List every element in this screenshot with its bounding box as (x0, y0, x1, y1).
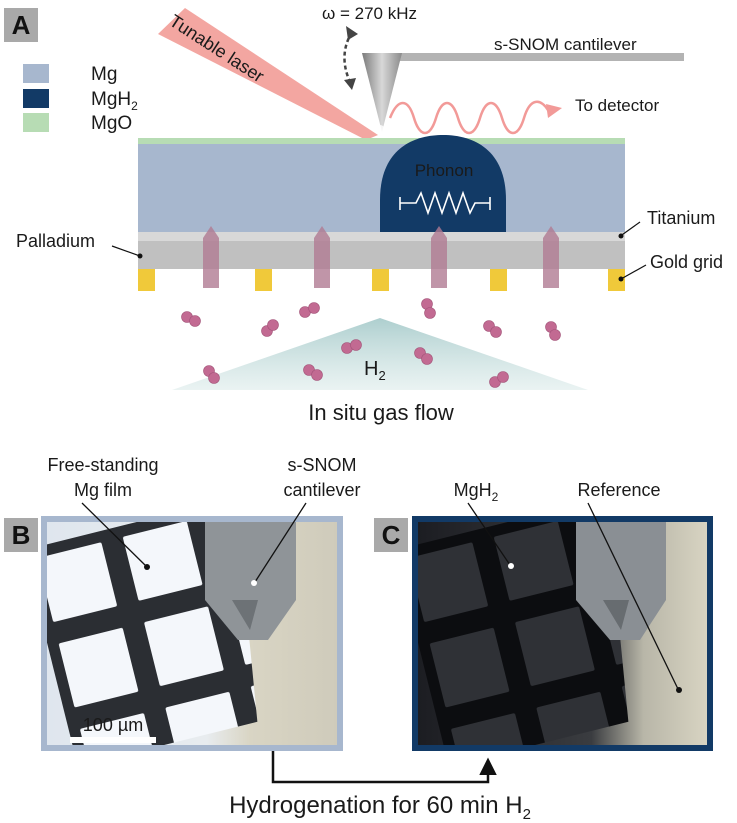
oscillation-arrowhead-bottom (344, 78, 356, 90)
cantilever-image-b (205, 522, 296, 640)
cantilever-leader-b (254, 502, 307, 583)
diffusion-arrow (203, 226, 219, 288)
h2-molecule (545, 321, 561, 341)
panel-a-badge (4, 8, 38, 42)
film-leader-dot (144, 564, 150, 570)
h2-label: H2 (364, 358, 386, 383)
diffusion-arrow (543, 226, 559, 288)
cantilever-beam (378, 53, 684, 61)
cantilever-label-b-line2: cantilever (283, 480, 360, 500)
diffusion-arrows (203, 226, 559, 288)
h2-molecule (341, 339, 362, 354)
phonon-label: Phonon (415, 161, 474, 180)
gold-grid (138, 269, 625, 291)
panel-c: MgH2 Reference C (374, 480, 713, 751)
gold-grid-label: Gold grid (650, 252, 723, 272)
legend-label-mg: Mg (91, 64, 117, 85)
legend-label-mgo: MgO (91, 113, 132, 134)
panel-b-micrograph (47, 522, 337, 745)
gold-grid-bar (372, 269, 389, 291)
legend-swatch-mgo (23, 113, 49, 132)
mgh2-leader (467, 502, 511, 566)
film-label-line2: Mg film (74, 480, 132, 500)
legend-label-mgh2: MgH2 (91, 89, 138, 113)
h2-molecule (203, 365, 220, 384)
oscillation-arrowhead-top (346, 26, 358, 40)
h2-molecule (421, 298, 436, 319)
legend-swatch-mg (23, 64, 49, 83)
h2-molecule (181, 311, 201, 327)
detector-label: To detector (575, 96, 659, 115)
legend-swatch-mgh2 (23, 89, 49, 108)
titanium-leader-dot (618, 233, 624, 239)
gold-grid-leader (620, 264, 647, 280)
h2-molecule (489, 371, 509, 388)
grid-squares-b (47, 522, 258, 745)
mgo-layer (138, 138, 625, 144)
titanium-label: Titanium (647, 208, 715, 228)
panel-c-label: C (382, 520, 401, 550)
cantilever-tip (362, 53, 402, 132)
cantilever-label: s-SNOM cantilever (494, 35, 637, 54)
panel-a: A Mg MgH2 MgO Tunable laser ω = 270 kHz … (4, 4, 723, 425)
process-label: Hydrogenation for 60 min H2 (229, 792, 531, 823)
gas-flow-label: In situ gas flow (308, 400, 454, 425)
gold-grid-leader-dot (618, 276, 624, 282)
frequency-label: ω = 270 kHz (322, 4, 417, 23)
reference-leader (587, 502, 679, 690)
gold-grid-bar (255, 269, 272, 291)
grid-squares-c (418, 522, 629, 745)
mgh2-leader-dot (508, 563, 514, 569)
laser-label: Tunable laser (166, 11, 268, 87)
reference-label: Reference (577, 480, 660, 500)
h2-molecule (414, 347, 433, 365)
cantilever-shadow-c (603, 600, 629, 630)
phonon-spring (399, 190, 491, 216)
titanium-layer (138, 232, 625, 241)
reference-leader-dot (676, 687, 682, 693)
scale-bar (70, 737, 156, 743)
gas-flow-triangle (172, 318, 588, 390)
scale-bar-label: 100 µm (83, 715, 143, 735)
h2-molecule (483, 320, 502, 338)
panel-c-badge (374, 518, 408, 552)
process-arrow: Hydrogenation for 60 min H2 (229, 751, 531, 823)
gold-grid-bar (490, 269, 507, 291)
legend: Mg MgH2 MgO (23, 64, 138, 134)
h2-molecules (181, 298, 561, 388)
panel-c-micrograph (418, 522, 707, 745)
cantilever-label-b-line1: s-SNOM (288, 455, 357, 475)
diffusion-arrow (431, 226, 447, 288)
process-connector (271, 751, 497, 784)
h2-molecule (303, 364, 323, 381)
palladium-label: Palladium (16, 231, 95, 251)
laser-beam (158, 8, 378, 140)
scattered-wave-arrowhead (546, 104, 562, 118)
gold-grid-bar (138, 269, 155, 291)
palladium-leader-dot (137, 253, 143, 259)
film-leader (81, 502, 147, 567)
palladium-leader (111, 245, 141, 257)
tip-glow (375, 125, 385, 135)
panel-b: Free-standing Mg film s-SNOM cantilever … (4, 455, 361, 751)
mgh2-label: MgH2 (454, 480, 499, 504)
mgh2-phonon-region (380, 135, 506, 232)
gold-grid-bar (608, 269, 625, 291)
panel-a-label: A (12, 10, 31, 40)
cantilever-image-c (576, 522, 666, 640)
cantilever-shadow-b (232, 600, 258, 630)
panel-b-label: B (12, 520, 31, 550)
panel-b-badge (4, 518, 38, 552)
cantilever-leader-dot-b (251, 580, 257, 586)
h2-molecule (261, 319, 279, 337)
h2-molecule (299, 302, 320, 318)
diffusion-arrow (314, 226, 330, 288)
film-label-line1: Free-standing (47, 455, 158, 475)
scattered-wave (388, 100, 550, 135)
